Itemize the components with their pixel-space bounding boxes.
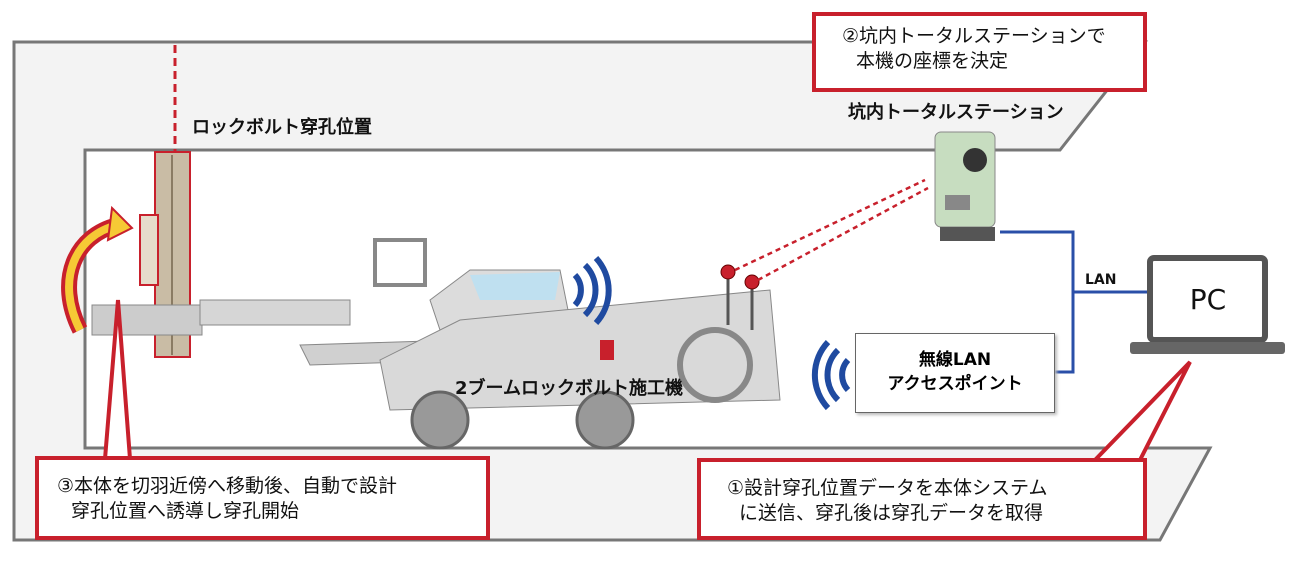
- access-point-line2: アクセスポイント: [887, 374, 1023, 394]
- callout-step2-line1: ②坑内トータルステーションで: [842, 25, 1106, 47]
- laptop-icon: [1130, 255, 1285, 354]
- callout-step2: ②坑内トータルステーションで 本機の座標を決定: [812, 12, 1147, 92]
- wifi-icon: [572, 255, 612, 326]
- callout-step3-line1: ③本体を切羽近傍へ移動後、自動で設計: [57, 475, 398, 497]
- total-station-label: 坑内トータルステーション: [848, 102, 1064, 123]
- callout-step1-line1: ①設計穿孔位置データを本体システム: [727, 477, 1048, 499]
- total-station-icon: [934, 131, 996, 241]
- callout-step2-line2: 本機の座標を決定: [856, 50, 1009, 72]
- callout-step3: ③本体を切羽近傍へ移動後、自動で設計 穿孔位置へ誘導し穿孔開始: [35, 456, 490, 540]
- drill-position-label: ロックボルト穿孔位置: [192, 117, 372, 138]
- pc-label: PC: [1189, 283, 1227, 316]
- callout-step1: ①設計穿孔位置データを本体システム に送信、穿孔後は穿孔データを取得: [697, 458, 1147, 540]
- rock-bolt-machine-icon: [91, 238, 781, 450]
- wireless-access-point-box: 無線LAN アクセスポイント: [855, 333, 1055, 413]
- laser-line: [734, 178, 926, 272]
- lan-cable: [1000, 230, 1150, 374]
- rotation-arrow-icon: [61, 205, 134, 334]
- callout-step1-line2: に送信、穿孔後は穿孔データを取得: [739, 502, 1044, 524]
- callout-step3-line2: 穿孔位置へ誘導し穿孔開始: [71, 500, 300, 522]
- machine-label: 2ブームロックボルト施工機: [455, 378, 683, 399]
- access-point-line1: 無線LAN: [918, 350, 992, 370]
- lan-label: LAN: [1085, 272, 1117, 288]
- wifi-icon: [811, 339, 851, 411]
